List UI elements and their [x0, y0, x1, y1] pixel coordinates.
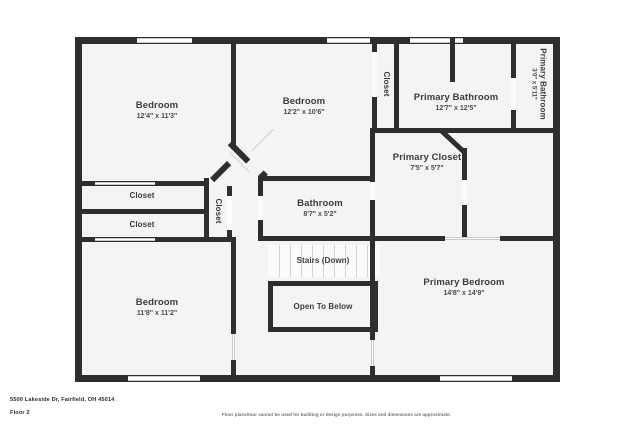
- open-to-below-wall-right: [373, 281, 378, 332]
- room-fill-primary-bath-wc: [516, 42, 560, 130]
- wall-closet-lower-south: [75, 237, 235, 242]
- wall-bathroom-north: [258, 176, 375, 181]
- door-opening-bedroom-sw: [232, 334, 235, 360]
- exterior-wall-east: [553, 37, 560, 382]
- wall-bedroom-sw-east: [231, 237, 236, 334]
- room-fill-primary-bed-east: [516, 130, 560, 240]
- wall-closet-top-right: [394, 37, 399, 133]
- stair-tread: [334, 245, 335, 277]
- stair-tread: [301, 245, 302, 277]
- floor-plan-canvas: Bedroom 12'4" x 11'3" Bedroom 12'2" x 10…: [75, 37, 560, 382]
- door-opening-closet-vert-left: [227, 196, 232, 230]
- room-fill-closet-vert-left: [208, 180, 228, 241]
- room-fill-primary-bathroom: [397, 42, 516, 130]
- room-fill-closet-lower: [80, 213, 208, 241]
- wall-primary-bath-stub: [450, 37, 455, 82]
- room-fill-primary-bedroom: [375, 240, 560, 382]
- wall-primary-closet-east-lower: [462, 205, 467, 240]
- room-fill-bedroom-nw: [80, 42, 235, 185]
- wall-bathroom-south: [258, 236, 375, 241]
- wall-center-east-mid: [370, 200, 375, 340]
- door-opening-primary-closet: [462, 180, 467, 205]
- door-opening-closet-top: [372, 52, 377, 97]
- door-opening-primary-wc: [511, 78, 516, 110]
- stair-tread: [323, 245, 324, 277]
- door-opening-bathroom-east: [370, 182, 375, 200]
- property-address: 5500 Lakeside Dr, Fairfield, OH 45014: [10, 397, 115, 403]
- room-fill-closet-vert-top: [375, 42, 397, 130]
- stair-tread: [356, 245, 357, 277]
- stair-tread: [367, 245, 368, 277]
- opening-primary-bedroom-west: [371, 340, 374, 366]
- window-north-primary-bath: [410, 38, 463, 43]
- room-fill-hallway: [228, 180, 262, 241]
- open-to-below-wall-left: [268, 281, 273, 332]
- window-north-bedroom-nw: [137, 38, 192, 43]
- window-south-bedroom-sw: [128, 376, 200, 381]
- opening-primary-bedroom-north: [445, 237, 500, 240]
- opening-closet-lower: [95, 238, 155, 241]
- wall-center-east-upper: [370, 128, 375, 182]
- disclaimer-text: Floor plans/tour cannot be used for buil…: [222, 412, 452, 417]
- window-north-bedroom-n: [327, 38, 370, 43]
- room-fill-primary-closet: [375, 130, 516, 240]
- exterior-wall-south: [75, 375, 560, 382]
- wall-primary-closet-south: [370, 236, 445, 241]
- stair-tread: [312, 245, 313, 277]
- open-to-below-wall-top: [268, 281, 378, 286]
- window-south-primary-bedroom: [440, 376, 512, 381]
- exterior-wall-north: [75, 37, 560, 44]
- wall-bedroom-sw-east-lower: [231, 360, 236, 382]
- floor-label: Floor 2: [10, 410, 30, 416]
- wall-bedroom-nw-east: [231, 37, 236, 149]
- wall-center-east-lower: [370, 366, 375, 382]
- wall-primary-wc-south: [511, 128, 560, 133]
- wall-primary-closet-east-upper: [462, 148, 467, 180]
- room-fill-open-to-below: [273, 286, 373, 327]
- room-fill-bedroom-sw: [80, 241, 235, 382]
- room-fill-closet-upper: [80, 185, 208, 213]
- stair-tread: [345, 245, 346, 277]
- stairs-area: [268, 245, 380, 277]
- open-to-below-wall-bottom: [268, 327, 378, 332]
- stair-tread: [290, 245, 291, 277]
- door-opening-bathroom-west: [258, 196, 263, 220]
- wall-closet-divider: [75, 209, 209, 214]
- room-fill-bathroom: [262, 180, 375, 240]
- room-fill-bedroom-n: [235, 42, 375, 180]
- stair-tread: [279, 245, 280, 277]
- footer: 5500 Lakeside Dr, Fairfield, OH 45014 Fl…: [0, 392, 640, 426]
- wall-primary-bedroom-north-east: [500, 236, 560, 241]
- opening-closet-upper: [95, 182, 155, 185]
